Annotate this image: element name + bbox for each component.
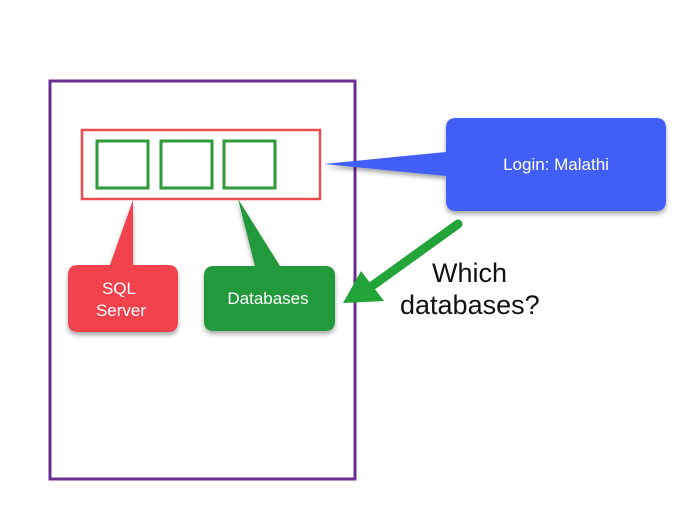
login-callout <box>324 118 666 211</box>
sql-server-label: SQL Server <box>96 279 146 320</box>
databases-label: Databases <box>227 289 308 308</box>
database-slot-2 <box>159 139 214 190</box>
databases-callout <box>204 199 335 331</box>
database-group-box <box>80 128 322 201</box>
server-box <box>48 79 357 481</box>
sql-server-callout <box>68 200 178 332</box>
database-slot-3 <box>222 139 277 190</box>
question-text: Which databases? <box>400 258 540 320</box>
database-slot-1 <box>95 139 150 190</box>
login-label: Login: Malathi <box>503 155 609 174</box>
arrow-icon <box>343 219 463 303</box>
